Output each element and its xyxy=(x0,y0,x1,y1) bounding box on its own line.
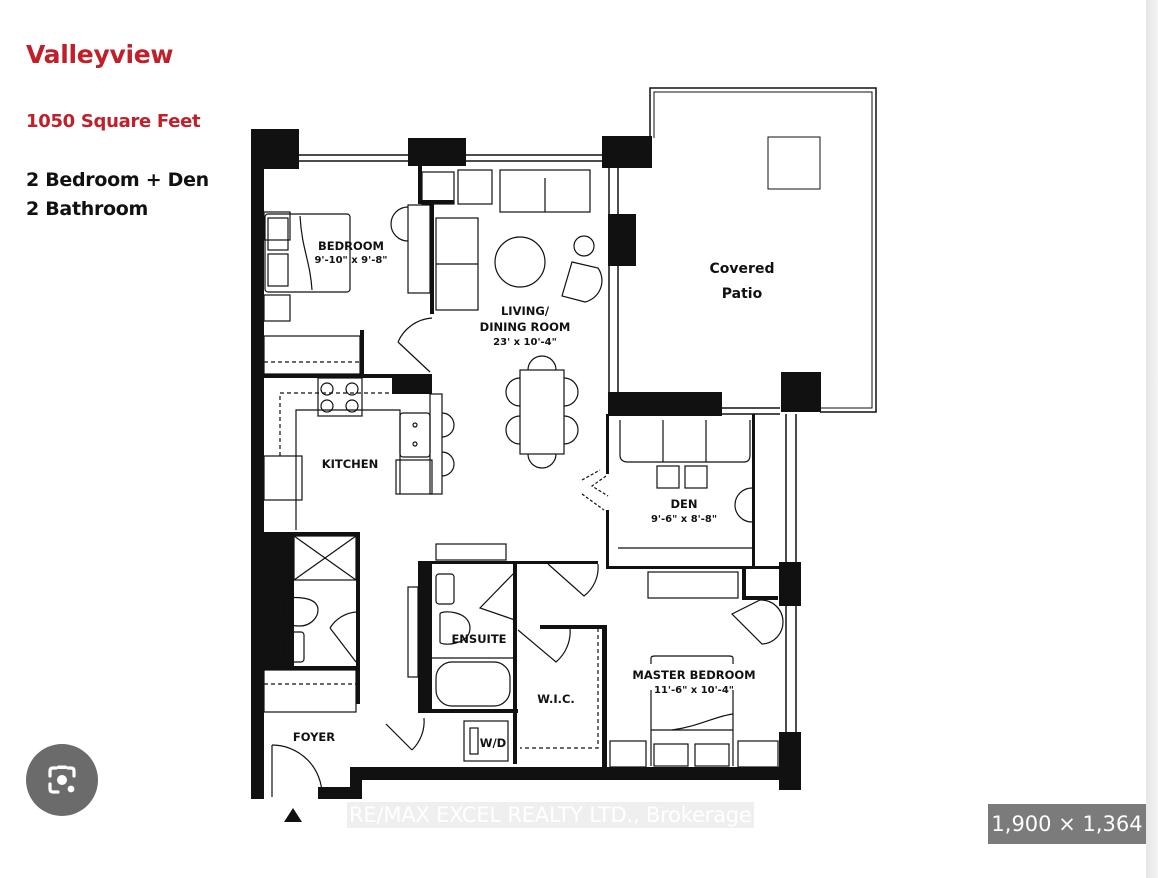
den-dims: 9'-6" x 8'-8" xyxy=(651,514,717,525)
foyer-label: FOYER xyxy=(293,730,335,744)
master-label: MASTER BEDROOM xyxy=(632,668,755,682)
patio-label-2: Patio xyxy=(722,286,763,302)
entry-arrow-icon xyxy=(284,808,302,822)
master-dims: 11'-6" x 10'-4" xyxy=(654,685,734,696)
square-feet: 1050 Square Feet xyxy=(26,111,201,132)
bathroom-count: 2 Bathroom xyxy=(26,198,149,220)
google-lens-icon xyxy=(48,765,76,794)
living-label-2: DINING ROOM xyxy=(480,320,571,334)
panel-edge xyxy=(1146,0,1158,878)
google-lens-button[interactable] xyxy=(26,744,98,816)
bedroom-label: BEDROOM xyxy=(318,239,384,253)
living-dims: 23' x 10'-4" xyxy=(493,337,557,348)
plan-title: Valleyview xyxy=(26,40,174,69)
wic-label: W.I.C. xyxy=(537,692,575,706)
wd-label: W/D xyxy=(480,736,506,750)
bedroom-count: 2 Bedroom + Den xyxy=(26,169,209,191)
patio-label-1: Covered xyxy=(710,261,775,277)
bedroom-dims: 9'-10" x 9'-8" xyxy=(314,255,387,266)
brokerage-watermark: RE/MAX EXCEL REALTY LTD., Brokerage xyxy=(347,802,754,828)
image-dimensions-badge: 1,900 × 1,364 xyxy=(988,804,1146,844)
ensuite-label: ENSUITE xyxy=(451,632,506,646)
living-label-1: LIVING/ xyxy=(501,304,550,318)
kitchen-label: KITCHEN xyxy=(322,457,379,471)
den-label: DEN xyxy=(670,497,697,511)
